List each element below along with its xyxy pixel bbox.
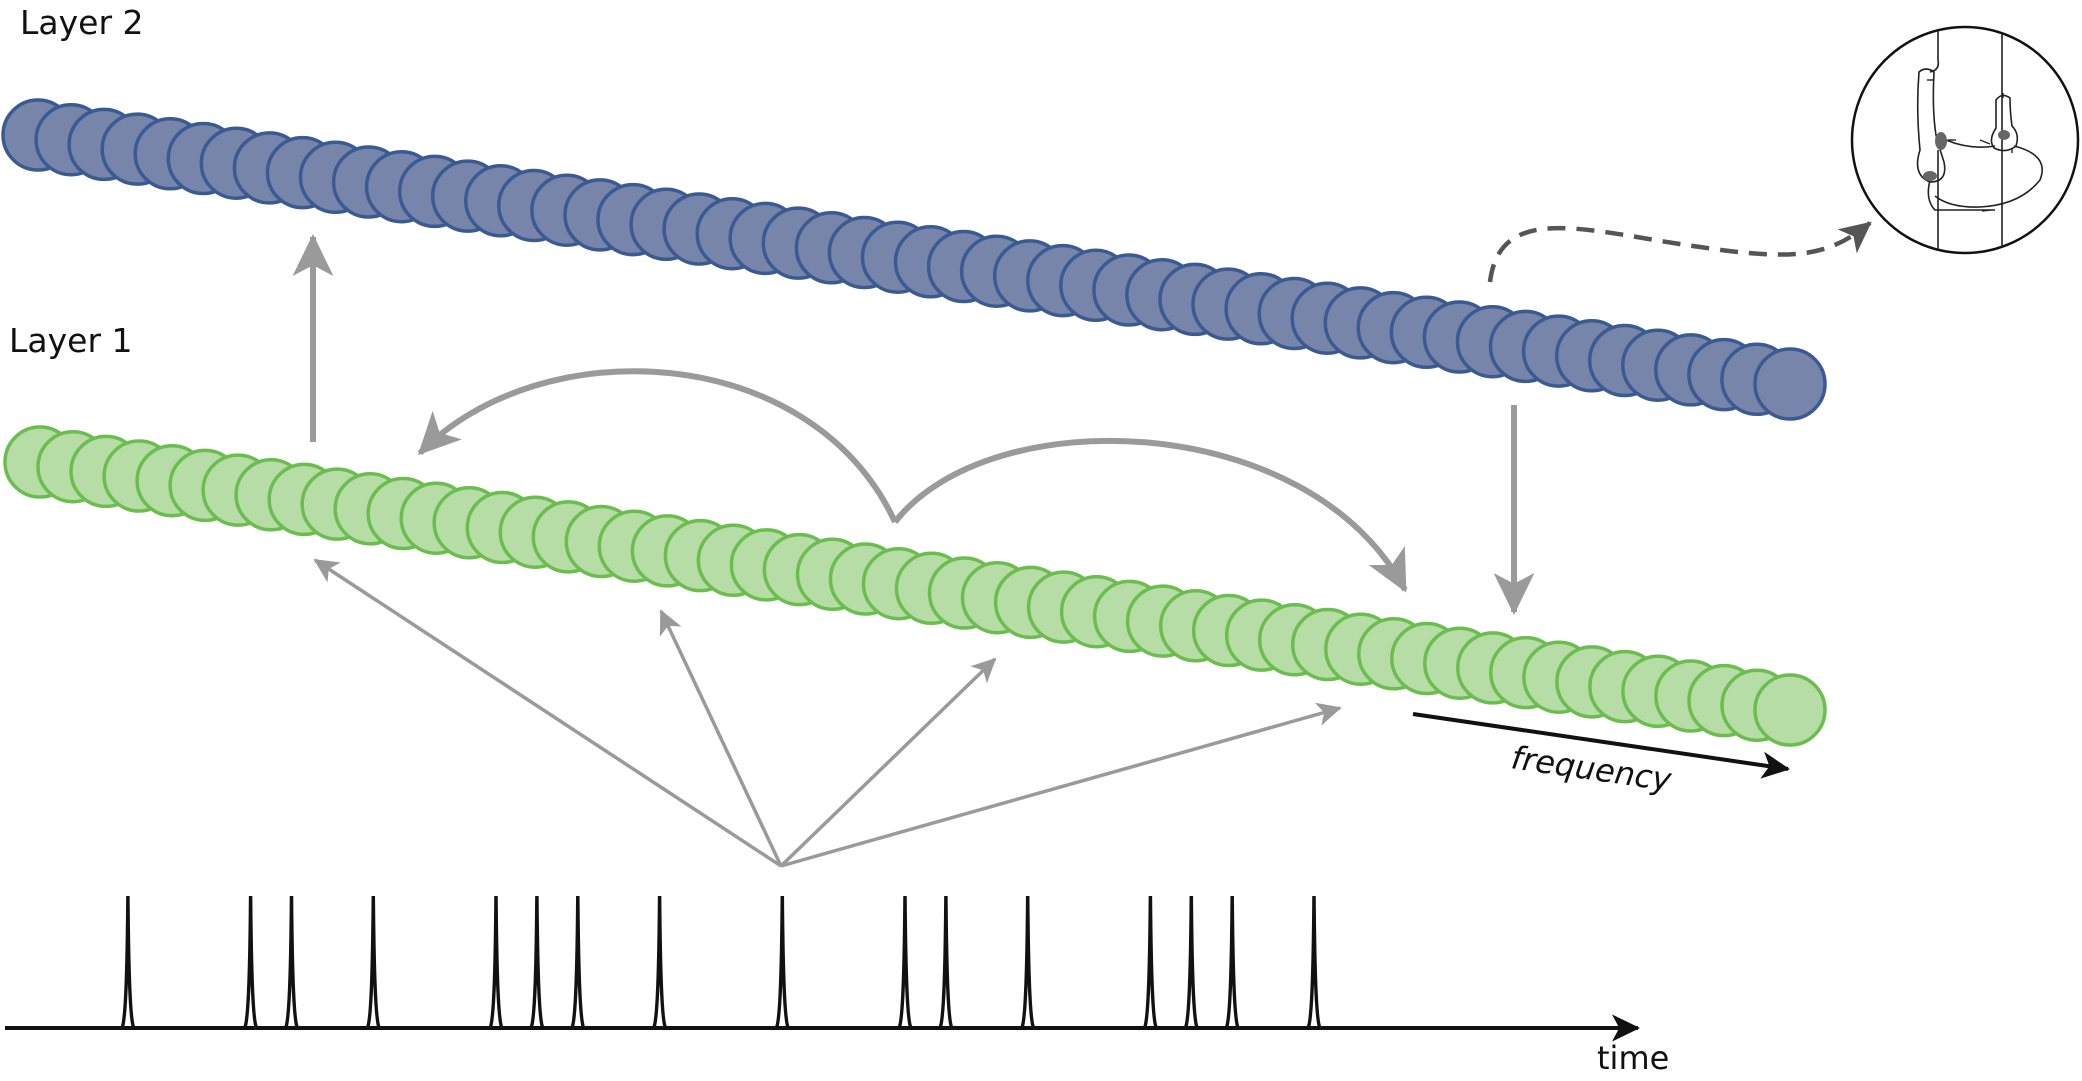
input-arrow: [780, 702, 1342, 868]
layer-1-units: [3, 425, 1827, 747]
frequency-axis-arrow: [1412, 712, 1790, 779]
layer-2-label: Layer 2: [20, 3, 144, 42]
input-arrow: [659, 609, 783, 867]
neural-circuit-inset: [1850, 25, 2080, 255]
spike: [488, 895, 504, 1029]
layer-2-units: [1, 98, 1827, 421]
spike: [1306, 895, 1322, 1029]
spike: [897, 895, 913, 1029]
spike: [1142, 895, 1159, 1029]
spike: [774, 895, 790, 1029]
layer-1-label: Layer 1: [9, 321, 133, 360]
input-arrow: [779, 657, 997, 868]
interneuron-sketch: [1990, 94, 2019, 152]
spike: [1183, 895, 1199, 1029]
layer-1-unit: [1753, 673, 1827, 747]
time-label: time: [1597, 1039, 1669, 1077]
spike: [1020, 895, 1036, 1029]
spike-train: [120, 895, 1322, 1029]
spike: [529, 895, 545, 1029]
input-arrow: [313, 558, 782, 868]
lateral-arrow-left: [417, 368, 898, 524]
spike: [651, 895, 668, 1029]
inset-circle: [1850, 25, 2080, 255]
spike: [242, 895, 259, 1029]
input-arrows: [313, 558, 1342, 868]
spike: [1224, 895, 1240, 1029]
lateral-arrow-right: [892, 437, 1408, 593]
layer-2-unit: [1753, 347, 1827, 421]
spike: [938, 895, 954, 1029]
spike: [570, 895, 586, 1029]
spike: [120, 895, 136, 1029]
dashed-arrow-to-inset: [1487, 221, 1872, 283]
spike: [365, 895, 381, 1029]
spike: [283, 895, 300, 1029]
pyramidal-cell-sketch: [1916, 68, 1946, 183]
